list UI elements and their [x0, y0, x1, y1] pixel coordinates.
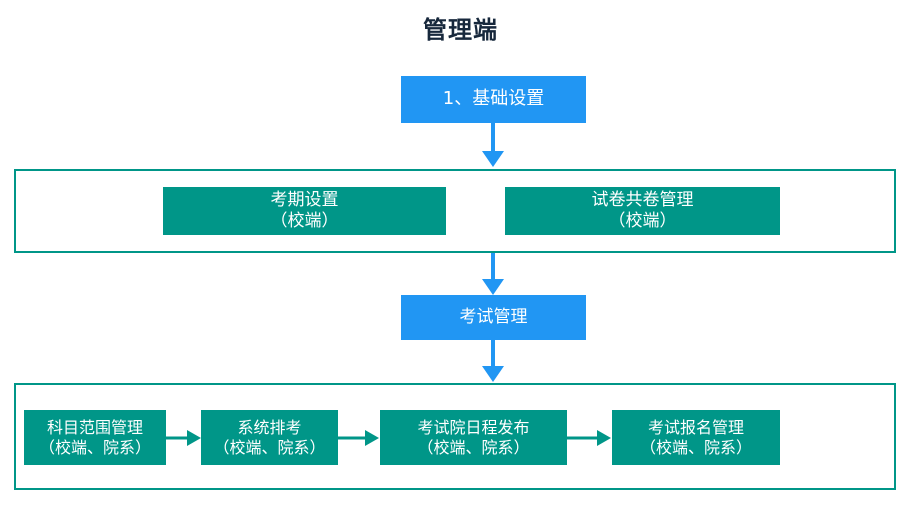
node-exam-period-setting-line1: 考期设置 [270, 189, 339, 210]
node-exam-period-setting-line2: （校端） [270, 211, 339, 231]
node-system-exam-arrangement-line1: 系统排考 [237, 417, 302, 437]
node-system-exam-arrangement-line2: （校端、院系） [213, 437, 326, 457]
arrow-down-icon-basic-to-settings [478, 123, 508, 169]
node-subject-scope-management[interactable]: 科目范围管理 （校端、院系） [24, 410, 166, 465]
arrow-down-icon-settings-to-exam-manage [478, 253, 508, 297]
node-exam-authority-schedule-publish-line1: 考试院日程发布 [417, 417, 530, 437]
node-exam-signup-management-line2: （校端、院系） [639, 437, 752, 457]
node-exam-authority-schedule-publish-line2: （校端、院系） [417, 437, 530, 457]
page-title: 管理端 [423, 16, 498, 44]
arrow-right-icon-system-to-schedule [338, 427, 380, 449]
node-exam-management[interactable]: 考试管理 [401, 295, 586, 340]
arrow-right-icon-subject-to-system [166, 427, 202, 449]
node-paper-share-management[interactable]: 试卷共卷管理 （校端） [505, 187, 780, 235]
node-exam-signup-management[interactable]: 考试报名管理 （校端、院系） [612, 410, 780, 465]
node-exam-period-setting[interactable]: 考期设置 （校端） [163, 187, 446, 235]
node-exam-authority-schedule-publish[interactable]: 考试院日程发布 （校端、院系） [380, 410, 567, 465]
arrow-down-icon-exam-manage-to-flow [478, 340, 508, 384]
node-basic-settings[interactable]: 1、基础设置 [401, 76, 586, 123]
node-subject-scope-management-line1: 科目范围管理 [46, 417, 143, 437]
node-paper-share-management-line2: （校端） [608, 211, 677, 231]
node-exam-signup-management-line1: 考试报名管理 [647, 417, 744, 437]
node-basic-settings-label: 1、基础设置 [442, 88, 545, 110]
node-paper-share-management-line1: 试卷共卷管理 [591, 189, 694, 210]
node-subject-scope-management-line2: （校端、院系） [38, 437, 151, 457]
node-exam-management-label: 考试管理 [459, 306, 528, 327]
node-system-exam-arrangement[interactable]: 系统排考 （校端、院系） [201, 410, 338, 465]
arrow-right-icon-schedule-to-signup [567, 427, 612, 449]
